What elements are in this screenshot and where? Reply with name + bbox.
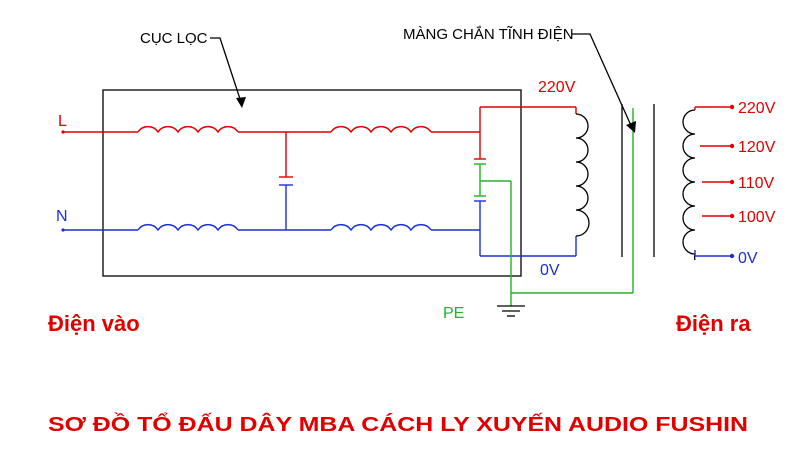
secondary-winding: [682, 109, 696, 261]
n-label: N: [56, 208, 68, 225]
filter-callout-arrow: [210, 37, 246, 108]
n-inductor-1: [137, 224, 239, 232]
n-terminal: [61, 228, 65, 232]
primary-winding: [575, 113, 590, 237]
l-label: L: [58, 113, 67, 130]
x-capacitor: [279, 132, 293, 230]
y-capacitor-line: [474, 132, 486, 196]
pe-label: PE: [443, 305, 464, 322]
l-terminal: [61, 130, 65, 134]
y-capacitor-neutral: [474, 195, 486, 230]
filter-label: CỤC LỌC: [140, 30, 208, 47]
out-100-label: 100V: [738, 209, 776, 226]
diagram-title: SƠ ĐỒ TỔ ĐẤU DÂY MBA CÁCH LY XUYẾN AUDIO…: [48, 412, 748, 436]
out-110-label: 110V: [738, 175, 775, 192]
out-120-label: 120V: [738, 139, 776, 156]
l-inductor-1: [137, 126, 239, 134]
shield-label: MÀNG CHẮN TĨNH ĐIỆN: [403, 25, 574, 43]
input-label: Điện vào: [48, 311, 140, 336]
output-label: Điện ra: [676, 311, 751, 336]
filter-box: [102, 89, 522, 277]
ground-icon: [497, 305, 525, 317]
l-inductor-2: [330, 126, 432, 134]
n-inductor-2: [330, 224, 432, 232]
secondary-taps: [694, 104, 735, 259]
pri-220-label: 220V: [538, 79, 576, 96]
shield-callout-arrow: [572, 33, 636, 133]
out-220-label: 220V: [738, 100, 776, 117]
pri-0-label: 0V: [540, 262, 560, 279]
out-0-label: 0V: [738, 250, 758, 267]
